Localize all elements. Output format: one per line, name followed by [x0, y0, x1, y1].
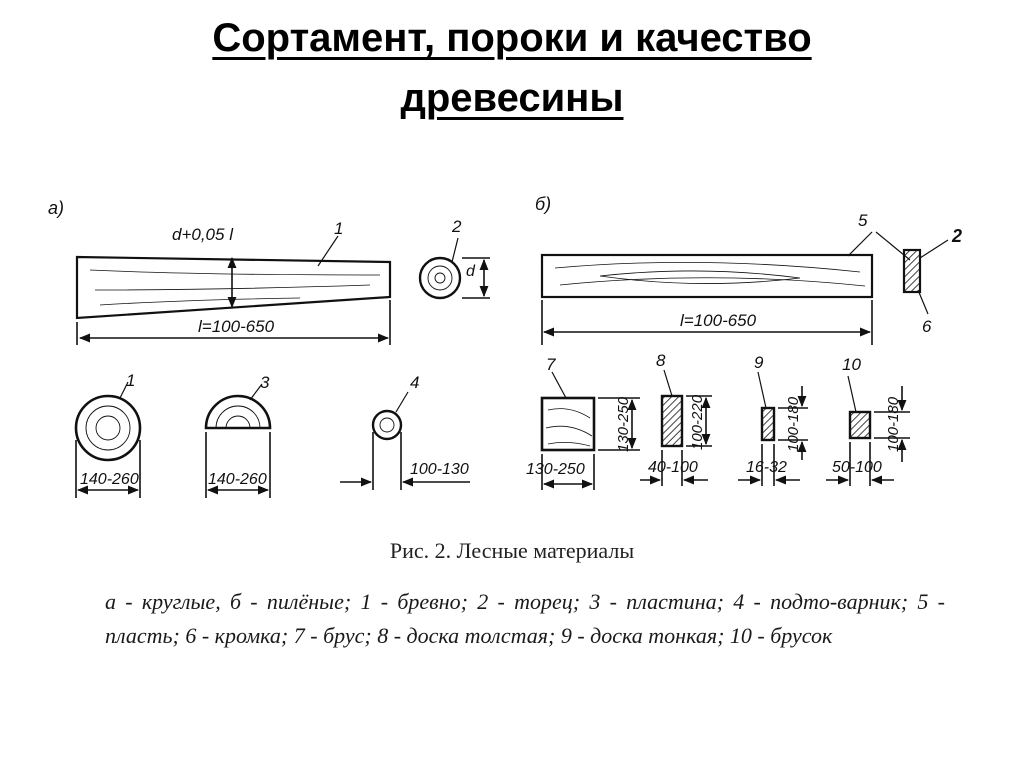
thin-board-width-label: 16-32 [746, 459, 787, 476]
callout-2-end: 2 [451, 217, 462, 236]
bar-height-label: 100-180 [885, 396, 902, 452]
log-side-view [75, 235, 392, 345]
thick-board-height-label: 100-220 [689, 394, 706, 450]
callout-6-edge: 6 [922, 317, 932, 336]
pole-section [340, 391, 470, 490]
callout-2-beam-end: 2 [951, 226, 962, 246]
half-log-size-label: 140-260 [208, 471, 267, 488]
bar-width-label: 50-100 [832, 459, 882, 476]
beam-side-view [540, 231, 874, 345]
round-log-size-label: 140-260 [80, 471, 139, 488]
callout-1-log: 1 [334, 219, 343, 238]
log-end-circle [418, 237, 490, 300]
log-length-label: l=100-650 [198, 317, 275, 336]
beam-end-section [875, 231, 949, 315]
round-log-section [74, 381, 142, 498]
brus-section [540, 371, 640, 490]
panel-a-label: а) [48, 198, 64, 218]
slide-title-line1: Сортамент, пороки и качество [212, 16, 812, 60]
callout-5-face: 5 [858, 211, 868, 230]
thick-board-width-label: 40-100 [648, 459, 698, 476]
callout-10-bar: 10 [842, 355, 861, 374]
thin-board-height-label: 100-180 [785, 396, 802, 452]
beam-length-label: l=100-650 [680, 311, 757, 330]
brus-width-label: 130-250 [526, 461, 585, 478]
slide-title: Сортамент, пороки и качество древесины [0, 8, 1024, 128]
callout-1-round: 1 [126, 371, 135, 390]
callout-9-thin-board: 9 [754, 353, 764, 372]
log-end-dim-label: d [466, 263, 476, 280]
brus-height-label: 130-250 [615, 396, 632, 452]
thick-board-section [640, 369, 712, 486]
callout-8-thick-board: 8 [656, 351, 666, 370]
figure-legend: а - круглые, б - пилёные; 1 - бревно; 2 … [105, 589, 945, 648]
bar-section [826, 375, 910, 486]
thin-board-section [738, 371, 808, 486]
log-top-dim-label: d+0,05 l [172, 225, 234, 244]
pole-size-label: 100-130 [410, 461, 469, 478]
callout-3-half: 3 [260, 373, 270, 392]
panel-b-label: б) [535, 194, 551, 214]
slide-title-line2: древесины [400, 76, 624, 120]
lumber-materials-figure: а) d+0,05 l 1 l=100-650 2 d [48, 194, 962, 498]
callout-7-brus: 7 [546, 355, 556, 374]
figure-caption: Рис. 2. Лесные материалы [389, 538, 635, 563]
half-log-section [204, 383, 272, 498]
callout-4-pole: 4 [410, 373, 419, 392]
